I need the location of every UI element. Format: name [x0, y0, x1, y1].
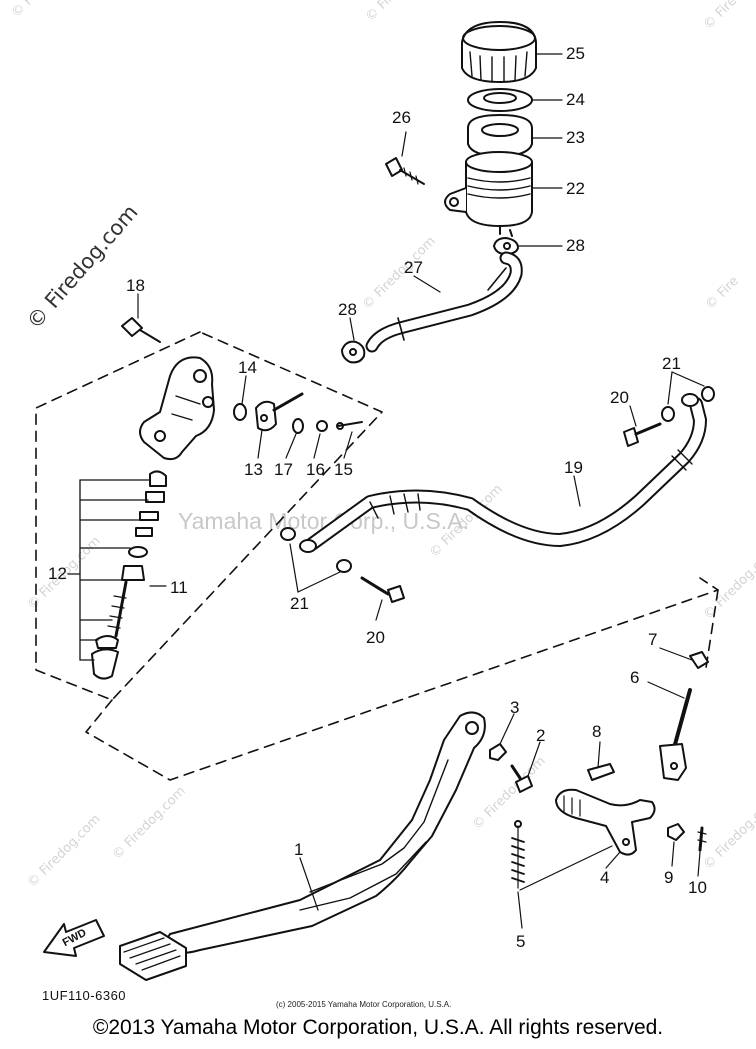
washer-14	[233, 403, 247, 421]
part-label-15: 15	[334, 460, 353, 479]
part-label-9: 9	[664, 868, 674, 887]
part-label-22: 22	[566, 179, 585, 198]
washer-21-right	[661, 386, 715, 422]
part-label-7: 7	[648, 630, 658, 649]
part-label-3: 3	[510, 698, 520, 717]
piston-kit-leader	[67, 479, 151, 661]
piston-kit	[91, 470, 167, 680]
nut-16	[316, 420, 328, 432]
part-label-14: 14	[238, 358, 257, 377]
small-copyright: (c) 2005-2015 Yamaha Motor Corporation, …	[276, 1000, 452, 1009]
nut-9	[667, 823, 685, 841]
reservoir-hose	[365, 251, 523, 353]
reservoir-tank	[444, 151, 533, 237]
diaphragm	[467, 114, 533, 157]
part-label-10: 10	[688, 878, 707, 897]
brake-shaft	[555, 788, 656, 856]
leader-lines	[137, 53, 705, 929]
part-label-21-bottom: 21	[290, 594, 309, 613]
part-label-21-top: 21	[662, 354, 681, 373]
part-label-13: 13	[244, 460, 263, 479]
hose-clip-upper	[493, 237, 519, 255]
bolt-10	[697, 826, 707, 852]
forward-arrow	[43, 919, 105, 957]
part-label-28-top: 28	[566, 236, 585, 255]
washer-17	[292, 418, 304, 434]
part-label-20-bottom: 20	[366, 628, 385, 647]
part-label-18: 18	[126, 276, 145, 295]
nut-7	[689, 651, 709, 669]
part-label-24: 24	[566, 90, 585, 109]
reservoir-cap	[461, 21, 537, 83]
dashed-boundary	[35, 331, 719, 781]
part-label-16: 16	[306, 460, 325, 479]
bolt-18	[121, 317, 161, 343]
nut-3	[489, 743, 507, 761]
part-label-8: 8	[592, 722, 602, 741]
part-label-17: 17	[274, 460, 293, 479]
pin-15	[336, 421, 363, 430]
part-label-12: 12	[48, 564, 67, 583]
master-cylinder-body	[139, 356, 215, 461]
diaphragm-plate	[467, 88, 533, 112]
part-label-26: 26	[392, 108, 411, 127]
return-spring	[511, 820, 525, 889]
brake-rod	[659, 688, 692, 781]
pin-8	[587, 763, 615, 781]
hose-clip-lower	[341, 340, 366, 364]
part-label-6: 6	[630, 668, 640, 687]
part-label-20-top: 20	[610, 388, 629, 407]
part-label-4: 4	[600, 868, 610, 887]
part-label-23: 23	[566, 128, 585, 147]
brake-hose	[299, 393, 707, 553]
part-label-2: 2	[536, 726, 546, 745]
union-bolt-upper	[623, 422, 662, 447]
part-label-11: 11	[170, 578, 188, 597]
washer-21-left	[280, 527, 352, 573]
part-label-25: 25	[566, 44, 585, 63]
brake-pedal	[119, 711, 486, 981]
part-label-5: 5	[516, 932, 526, 951]
union-bolt-lower	[360, 576, 405, 603]
diagram-code: 1UF110-6360	[42, 988, 127, 1003]
part-label-1: 1	[294, 840, 304, 859]
part-label-19: 19	[564, 458, 583, 477]
bolt-2	[510, 764, 533, 793]
bolt-26	[385, 157, 425, 185]
part-label-27: 27	[404, 258, 423, 277]
copyright-footer: ©2013 Yamaha Motor Corporation, U.S.A. A…	[92, 1016, 664, 1039]
part-label-28-lower: 28	[338, 300, 357, 319]
